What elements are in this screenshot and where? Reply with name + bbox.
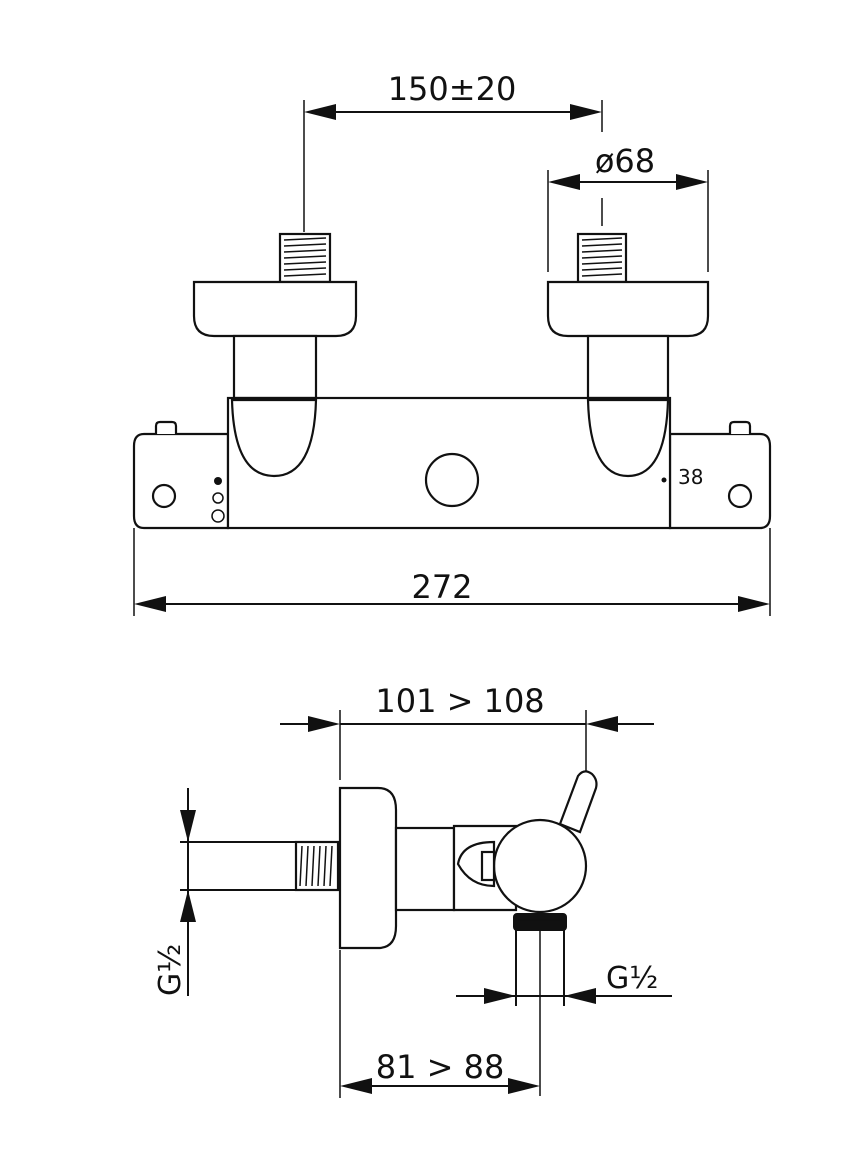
dimension-outlet-thread: G½ bbox=[456, 961, 672, 1004]
dimension-projection: 101 > 108 bbox=[280, 682, 654, 780]
left-rosette bbox=[192, 280, 358, 338]
dim-label-total-width: 272 bbox=[411, 568, 472, 606]
right-fixing-hole bbox=[727, 483, 753, 509]
dimension-outlet-position: 81 > 88 bbox=[340, 1048, 540, 1094]
front-view: 150±20 ø68 bbox=[132, 70, 772, 616]
right-cap-pin bbox=[728, 420, 752, 434]
right-rosette bbox=[546, 280, 710, 338]
side-eccentric bbox=[394, 826, 456, 912]
right-thread-connector bbox=[576, 232, 628, 284]
handle-disc bbox=[492, 818, 588, 914]
dim-label-outlet-thread: G½ bbox=[606, 961, 658, 996]
dimension-inlet-thread: G½ bbox=[153, 788, 196, 996]
side-rosette bbox=[338, 786, 398, 950]
indicator-ring-middle bbox=[212, 492, 224, 504]
dimension-rosette-diameter: ø68 bbox=[547, 142, 709, 272]
indicator-ring-bottom bbox=[211, 509, 225, 523]
left-thread-connector bbox=[278, 232, 332, 284]
indicator-dot-top bbox=[214, 477, 222, 485]
right-eccentric bbox=[586, 334, 670, 400]
dim-label-small: 38 bbox=[678, 465, 703, 489]
center-button bbox=[424, 452, 480, 508]
dimension-total-width: 272 bbox=[133, 528, 771, 616]
dim-label-projection: 101 > 108 bbox=[375, 682, 544, 720]
lever-handle bbox=[558, 770, 598, 834]
dim-label-outlet-position: 81 > 88 bbox=[376, 1048, 505, 1086]
left-end-cap bbox=[132, 432, 230, 530]
dimension-center-distance: 150±20 bbox=[303, 70, 603, 232]
dim-label-rosette-diameter: ø68 bbox=[595, 142, 655, 180]
left-body-ogive bbox=[230, 398, 318, 478]
outlet-nut bbox=[513, 913, 567, 931]
left-eccentric bbox=[232, 334, 318, 400]
left-cap-pin bbox=[154, 420, 178, 434]
handle-hook-slot bbox=[480, 850, 496, 882]
marker-dot bbox=[661, 477, 667, 483]
inlet-pipe bbox=[180, 840, 340, 892]
right-body-ogive bbox=[586, 398, 670, 478]
left-fixing-hole bbox=[151, 483, 177, 509]
side-view: 101 > 108 G½ bbox=[153, 682, 672, 1098]
dim-label-inlet-thread: G½ bbox=[153, 944, 188, 996]
dim-label-center-distance: 150±20 bbox=[388, 70, 517, 108]
outlet-pipe bbox=[515, 930, 565, 1096]
